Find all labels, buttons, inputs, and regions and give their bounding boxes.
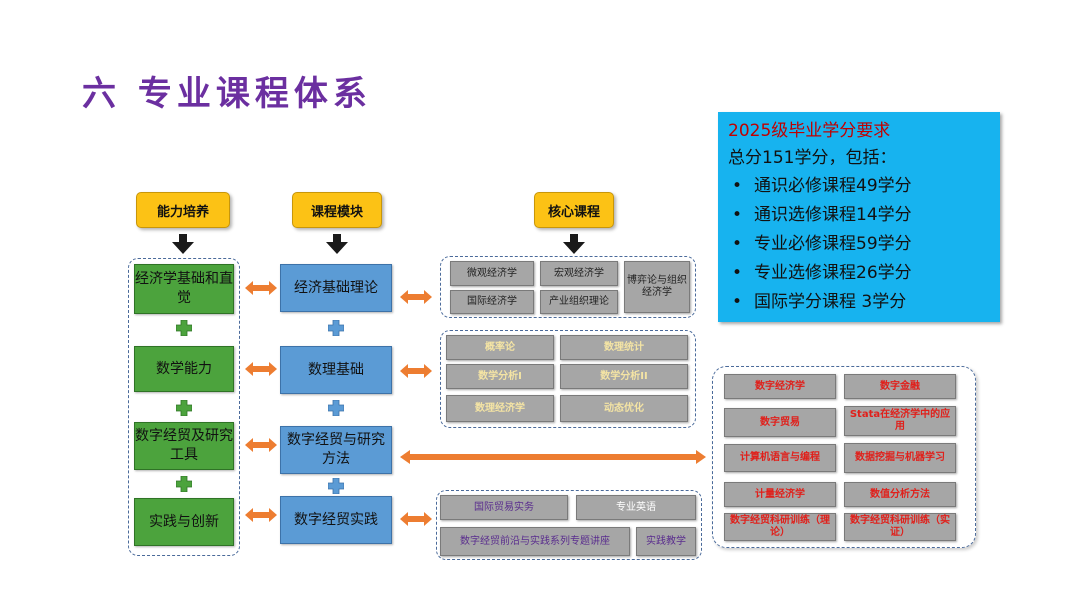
double-arrow-icon <box>245 438 277 452</box>
methods-courses-group <box>712 366 976 548</box>
ability-group <box>128 258 240 556</box>
course-digital-trade: 数字贸易 <box>724 408 836 437</box>
course-trade-practice: 国际贸易实务 <box>440 495 568 520</box>
double-arrow-icon <box>245 508 277 522</box>
course-analysis-2: 数学分析II <box>560 364 688 389</box>
header-core: 核心课程 <box>534 192 614 228</box>
course-analysis-1: 数学分析I <box>446 364 554 389</box>
page-title: 六 专业课程体系 <box>82 74 372 114</box>
plus-connector-icon <box>176 476 192 492</box>
down-arrow-icon <box>326 234 348 254</box>
course-research-empirical: 数字经贸科研训练（实证） <box>844 513 956 541</box>
practice-courses-group <box>436 490 702 560</box>
plus-connector-icon <box>328 400 344 416</box>
header-ability: 能力培养 <box>136 192 230 228</box>
course-probability: 概率论 <box>446 335 554 360</box>
course-industrial-org: 产业组织理论 <box>540 290 618 314</box>
course-practice-teaching: 实践教学 <box>636 527 696 556</box>
course-digital-finance: 数字金融 <box>844 374 956 399</box>
ability-box: 数学能力 <box>134 346 234 392</box>
module-box: 数字经贸实践 <box>280 496 392 544</box>
plus-connector-icon <box>176 400 192 416</box>
econ-courses-group <box>440 256 696 318</box>
ability-box: 经济学基础和直觉 <box>134 264 234 314</box>
double-arrow-icon <box>400 364 432 378</box>
ability-box: 数字经贸及研究工具 <box>134 422 234 470</box>
credit-heading: 2025级毕业学分要求 <box>728 121 891 141</box>
module-box: 数理基础 <box>280 346 392 394</box>
long-double-arrow-icon <box>400 450 706 464</box>
credit-item: 通识选修课程14学分 <box>728 201 990 230</box>
course-prof-english: 专业英语 <box>576 495 696 520</box>
down-arrow-icon <box>563 234 585 254</box>
course-macro: 宏观经济学 <box>540 261 618 286</box>
math-courses-group <box>440 330 696 428</box>
course-numerical-analysis: 数值分析方法 <box>844 482 956 507</box>
credit-total: 总分151学分，包括： <box>728 148 897 168</box>
double-arrow-icon <box>245 281 277 295</box>
course-econometrics: 计量经济学 <box>724 482 836 507</box>
credit-item: 通识必修课程49学分 <box>728 172 990 201</box>
plus-connector-icon <box>176 320 192 336</box>
double-arrow-icon <box>400 512 432 526</box>
plus-connector-icon <box>328 320 344 336</box>
course-game-theory: 博弈论与组织经济学 <box>624 261 690 313</box>
course-research-theory: 数字经贸科研训练（理论） <box>724 513 836 541</box>
course-data-mining: 数据挖掘与机器学习 <box>844 443 956 473</box>
module-box: 数字经贸与研究方法 <box>280 426 392 474</box>
course-dynamic-opt: 动态优化 <box>560 395 688 422</box>
course-intl-econ: 国际经济学 <box>450 290 534 314</box>
double-arrow-icon <box>400 290 432 304</box>
course-stata: Stata在经济学中的应用 <box>844 406 956 436</box>
course-micro: 微观经济学 <box>450 261 534 286</box>
course-lecture-series: 数字经贸前沿与实践系列专题讲座 <box>440 527 630 556</box>
course-digital-econ: 数字经济学 <box>724 374 836 399</box>
down-arrow-icon <box>172 234 194 254</box>
course-statistics: 数理统计 <box>560 335 688 360</box>
credit-item: 专业选修课程26学分 <box>728 259 990 288</box>
plus-connector-icon <box>328 478 344 494</box>
course-programming: 计算机语言与编程 <box>724 444 836 472</box>
course-math-econ: 数理经济学 <box>446 395 554 422</box>
credit-item: 国际学分课程 3学分 <box>728 288 990 317</box>
module-box: 经济基础理论 <box>280 264 392 312</box>
header-module: 课程模块 <box>292 192 382 228</box>
double-arrow-icon <box>245 362 277 376</box>
ability-box: 实践与创新 <box>134 498 234 546</box>
credit-requirements-panel: 2025级毕业学分要求 总分151学分，包括： 通识必修课程49学分 通识选修课… <box>718 112 1000 322</box>
credit-list: 通识必修课程49学分 通识选修课程14学分 专业必修课程59学分 专业选修课程2… <box>728 172 990 317</box>
credit-item: 专业必修课程59学分 <box>728 230 990 259</box>
